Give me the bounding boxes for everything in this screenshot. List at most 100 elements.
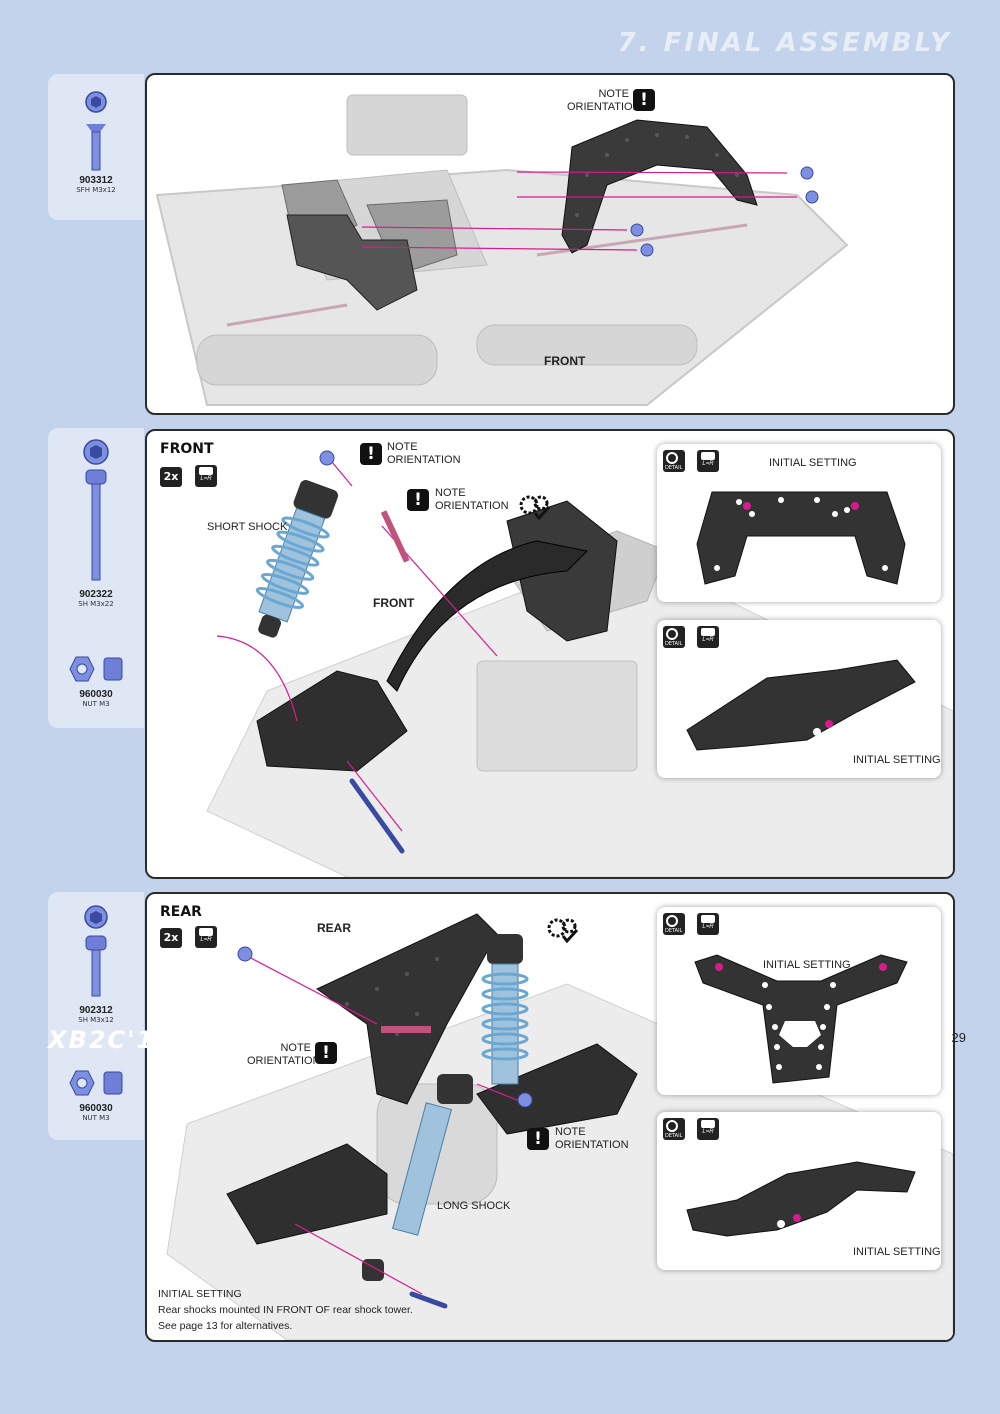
part-nut-960030: 960030 NUT M3 [48, 654, 144, 708]
note-orientation-b: NOTE ORIENTATION [555, 1126, 629, 1152]
short-shock [255, 480, 339, 638]
step1-panel: NOTE ORIENTATION ! FRONT [145, 73, 955, 415]
front-suspension-arm [256, 670, 408, 772]
front-shock-tower-detail [696, 491, 906, 585]
shock-tower [386, 540, 589, 692]
page-title: 7. FINAL ASSEMBLY [617, 28, 952, 58]
gear-check-icon [519, 495, 551, 521]
initial-setting-label: INITIAL SETTING [763, 959, 851, 971]
part-screw-902322: 902322 SH M3x22 [48, 438, 144, 608]
left-equals-right-icon: L=R [697, 1118, 719, 1140]
initial-setting-label: INITIAL SETTING [853, 754, 941, 766]
section-heading: FRONT [160, 441, 214, 457]
front-arm-detail [686, 659, 916, 751]
part-desc: SH M3x22 [78, 600, 114, 608]
part-code: 960030 [79, 1103, 113, 1114]
part-desc: SH M3x12 [78, 1016, 114, 1024]
detail-box-front-arm: DETAIL L=R INITIAL SETTING [657, 620, 941, 778]
left-equals-right-icon: L=R [195, 926, 217, 948]
parts-sidebar-step2: 902322 SH M3x22 960030 NUT M3 [48, 428, 144, 728]
ball-stud [380, 510, 410, 563]
part-code: 902312 [79, 1005, 113, 1016]
page-number: 29 [951, 1030, 966, 1045]
detail-magnifier-icon: DETAIL [663, 1118, 685, 1140]
note-label: NOTE [280, 1042, 311, 1054]
part-desc: SFH M3x12 [76, 186, 116, 194]
nut-icon [69, 656, 123, 682]
rear-shock-tower [316, 913, 498, 1105]
lr-label: L=R [702, 1129, 714, 1135]
note-label: ORIENTATION [435, 500, 509, 512]
detail-magnifier-icon: DETAIL [663, 626, 685, 648]
note-label: ORIENTATION [567, 101, 641, 113]
detail-box-shock-tower: DETAIL L=R INITIAL SETTING [657, 444, 941, 602]
detail-icon-label: DETAIL [665, 641, 683, 647]
section-heading: REAR [160, 904, 202, 920]
warning-icon: ! [527, 1128, 549, 1150]
detail-box-rear-shock-tower: DETAIL L=R INITIAL SETTING [657, 907, 941, 1095]
note-heading: INITIAL SETTING [158, 1288, 242, 1300]
detail-icon-label: DETAIL [665, 928, 683, 934]
chassis-illustration [155, 94, 849, 406]
lr-label: L=R [200, 476, 212, 482]
front-label: FRONT [544, 354, 586, 368]
warning-icon: ! [315, 1042, 337, 1064]
note-label: ORIENTATION [247, 1055, 321, 1067]
note-orientation-a: NOTE ORIENTATION [387, 441, 461, 467]
detail-box-rear-arm: DETAIL L=R INITIAL SETTING [657, 1112, 941, 1270]
warning-icon: ! [360, 443, 382, 465]
part-desc: NUT M3 [82, 700, 110, 708]
note-label: ORIENTATION [387, 454, 461, 466]
note-label: NOTE [598, 88, 629, 100]
gear-check-icon [547, 918, 579, 944]
note-orientation-a: NOTE ORIENTATION [247, 1042, 321, 1068]
socket-head-screw-icon [84, 905, 108, 997]
left-equals-right-icon: L=R [195, 465, 217, 487]
detail-magnifier-icon: DETAIL [663, 450, 685, 472]
left-equals-right-icon: L=R [697, 450, 719, 472]
long-shock-label: LONG SHOCK [437, 1200, 511, 1212]
step3-panel: REAR 2x L=R REAR NOTE ORIENTATION ! ! NO… [145, 892, 955, 1342]
warning-icon: ! [633, 89, 655, 111]
ball-stud [381, 1026, 431, 1033]
left-equals-right-icon: L=R [697, 626, 719, 648]
note-orientation-b: NOTE ORIENTATION [435, 487, 509, 513]
part-code: 903312 [79, 175, 113, 186]
nut-icon [69, 1070, 123, 1096]
rear-label: REAR [317, 921, 352, 935]
lr-label: L=R [702, 924, 714, 930]
part-screw-902312: 902312 SH M3x12 [48, 904, 144, 1024]
part-desc: NUT M3 [82, 1114, 110, 1122]
detail-icon-label: DETAIL [665, 465, 683, 471]
rear-shock-notes: INITIAL SETTING Rear shocks mounted IN F… [158, 1286, 413, 1334]
flat-head-screw-icon [85, 91, 107, 171]
note-orientation: NOTE ORIENTATION [567, 88, 641, 114]
screw-group [630, 166, 819, 257]
note-line: See page 13 for alternatives. [158, 1320, 293, 1332]
note-label: NOTE [555, 1126, 586, 1138]
warning-icon: ! [407, 489, 429, 511]
shock-tower-plate [561, 119, 758, 254]
note-label: ORIENTATION [555, 1139, 629, 1151]
note-line: Rear shocks mounted IN FRONT OF rear sho… [158, 1304, 413, 1316]
detail-magnifier-icon: DETAIL [663, 913, 685, 935]
qty-badge: 2x [160, 928, 182, 948]
nut [319, 450, 335, 466]
step2-panel: FRONT 2x L=R ! NOTE ORIENTATION ! NOTE O… [145, 429, 955, 879]
nut [237, 946, 253, 962]
initial-setting-label: INITIAL SETTING [853, 1246, 941, 1258]
rear-arm-detail [686, 1161, 916, 1237]
qty-badge: 2x [160, 467, 182, 487]
parts-sidebar-step1: 903312 SFH M3x12 [48, 74, 144, 220]
initial-setting-label: INITIAL SETTING [769, 457, 857, 469]
nut [517, 1092, 533, 1108]
part-nut-960030: 960030 NUT M3 [48, 1068, 144, 1122]
socket-head-screw-icon [83, 439, 109, 581]
left-equals-right-icon: L=R [697, 913, 719, 935]
lr-label: L=R [702, 637, 714, 643]
part-code: 960030 [79, 689, 113, 700]
long-shock [481, 934, 529, 1085]
part-code: 902322 [79, 589, 113, 600]
front-label: FRONT [373, 596, 415, 610]
rear-shock-tower-detail [694, 954, 908, 1084]
